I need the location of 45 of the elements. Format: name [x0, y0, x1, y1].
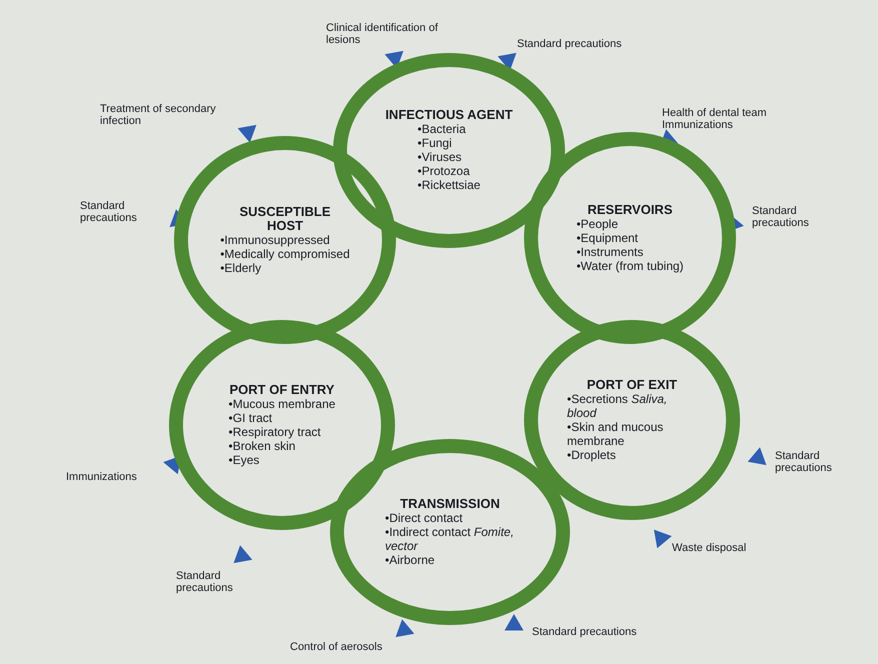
bullet-item: •Water (from tubing): [576, 259, 684, 273]
control-measure-label: Standard precautions: [775, 450, 833, 474]
chain-link-ring: [524, 132, 736, 344]
bullet-item: •Rickettsiae: [418, 178, 480, 192]
bullet-item: •Elderly: [220, 261, 262, 275]
control-measure-label: Clinical identification of lesions: [326, 22, 439, 46]
control-measure-label: Standard precautions: [80, 200, 138, 224]
control-measure-label: Waste disposal: [672, 542, 746, 554]
link-heading: RESERVOIRS: [587, 203, 672, 217]
link-heading: TRANSMISSION: [400, 497, 500, 511]
control-measure-label: Immunizations: [66, 471, 137, 483]
chain-link-ring: [333, 52, 565, 248]
link-heading: SUSCEPTIBLE HOST: [238, 205, 332, 233]
bullet-item: •Viruses: [418, 150, 462, 164]
bullet-item: •Indirect contact Fomite, vector: [385, 525, 515, 553]
control-measure-label: Treatment of secondary infection: [100, 103, 217, 127]
control-measure-label: Control of aerosols: [290, 641, 382, 653]
chain-link-ring: [524, 320, 740, 520]
link-heading: PORT OF EXIT: [586, 378, 678, 392]
bullet-item: •Equipment: [576, 231, 638, 245]
bullet-item: •Broken skin: [228, 439, 296, 453]
bullet-item: •People: [576, 217, 618, 231]
bullet-item: •Protozoa: [418, 164, 470, 178]
control-measure-label: Standard precautions: [176, 570, 234, 594]
bullet-item: •Skin and mucous membrane: [567, 420, 664, 448]
control-measure-label: Standard precautions: [752, 205, 810, 229]
bullet-item: •Respiratory tract: [228, 425, 321, 439]
bullet-item: •Direct contact: [385, 511, 463, 525]
control-measure-label: Health of dental team Immunizations: [662, 107, 768, 131]
bullet-item: •Droplets: [567, 448, 616, 462]
bullet-item: •Fungi: [418, 136, 452, 150]
bullet-item: •Medically compromised: [220, 247, 350, 261]
bullet-item: •Mucous membrane: [228, 397, 336, 411]
bullet-item: •Eyes: [228, 453, 260, 467]
link-heading: INFECTIOUS AGENT: [385, 108, 513, 122]
bullet-item: •Immunosuppressed: [220, 233, 330, 247]
bullet-item: •Bacteria: [418, 122, 466, 136]
bullet-item: •Instruments: [576, 245, 644, 259]
control-measure-label: Standard precautions: [532, 626, 637, 638]
bullet-item: •GI tract: [228, 411, 272, 425]
chain-link-ring: [174, 136, 396, 344]
bullet-item: •Airborne: [385, 553, 435, 567]
control-measure-label: Standard precautions: [517, 38, 622, 50]
link-heading: PORT OF ENTRY: [230, 383, 334, 397]
bullet-item: •Secretions Saliva, blood: [567, 392, 668, 420]
